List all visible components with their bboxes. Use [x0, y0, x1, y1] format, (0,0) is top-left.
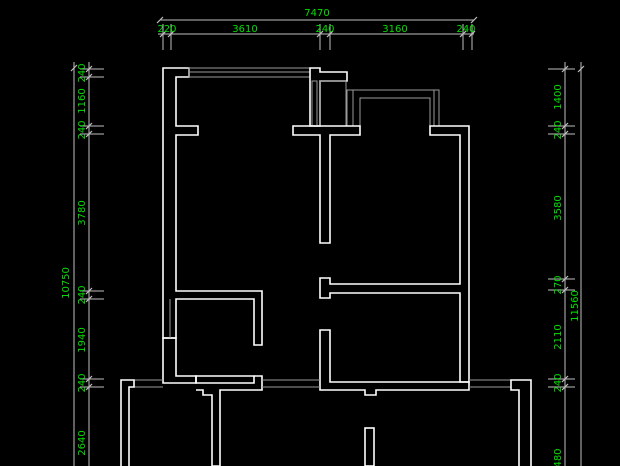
right-segment-label-2: 240 — [553, 120, 564, 139]
right-overall-label: 11560 — [570, 290, 581, 322]
wall-right-room-top — [292, 125, 361, 244]
top-overall-tick-right — [470, 16, 478, 24]
left-segment-label-1: 240 — [77, 63, 88, 82]
right-segment-label-7: 480 — [553, 448, 564, 466]
wall-right-room-lower — [319, 329, 470, 396]
right-overall-tick-top — [577, 65, 585, 73]
top-segment-label-1: 220 — [157, 24, 176, 35]
left-segment-label-3: 240 — [77, 120, 88, 139]
wall-bottom-far-left — [120, 379, 135, 466]
left-segment-label-8: 2640 — [77, 430, 88, 455]
bay-window-outer — [346, 89, 440, 126]
top-segment-label-2: 3610 — [232, 24, 257, 35]
wall-top-center-stub — [309, 67, 348, 127]
wall-left-bottom-stub — [195, 375, 255, 384]
top-dimension-chain: 7470 220 3610 240 3160 240 — [156, 8, 478, 50]
top-segment-label-3: 240 — [315, 24, 334, 35]
right-segment-label-5: 2110 — [553, 324, 564, 349]
top-overall-tick-left — [156, 16, 164, 24]
left-dimension-chain: 10750 240 1160 240 3780 240 1940 240 264… — [61, 62, 104, 466]
wall-right-room-top-right — [319, 125, 470, 383]
left-segment-label-6: 1940 — [77, 327, 88, 352]
right-segment-label-1: 1400 — [553, 84, 564, 109]
left-segment-label-2: 1160 — [77, 88, 88, 113]
bay-window-inner — [359, 97, 431, 126]
left-overall-label: 10750 — [61, 267, 72, 299]
opening-center — [319, 80, 347, 127]
right-segment-label-6: 240 — [553, 373, 564, 392]
wall-left-outer — [162, 67, 263, 346]
wall-left-lower — [162, 337, 197, 384]
wall-left-bottom-right — [196, 375, 263, 466]
top-overall-label: 7470 — [304, 8, 329, 19]
top-segment-label-5: 240 — [456, 24, 475, 35]
wall-bottom-right-corner — [510, 379, 532, 466]
right-segment-label-4: 270 — [553, 275, 564, 294]
top-segment-label-4: 3160 — [382, 24, 407, 35]
left-segment-label-5: 240 — [77, 285, 88, 304]
window-vertical-center — [311, 80, 318, 127]
left-segment-label-7: 240 — [77, 373, 88, 392]
left-overall-tick-top — [70, 64, 78, 72]
right-segment-label-3: 3580 — [553, 195, 564, 220]
left-segment-label-4: 3780 — [77, 200, 88, 225]
right-dimension-chain: 11560 1400 240 3580 270 2110 240 480 — [548, 62, 585, 466]
wall-bottom-center-post — [364, 427, 375, 466]
floor-plan-walls — [120, 67, 532, 466]
